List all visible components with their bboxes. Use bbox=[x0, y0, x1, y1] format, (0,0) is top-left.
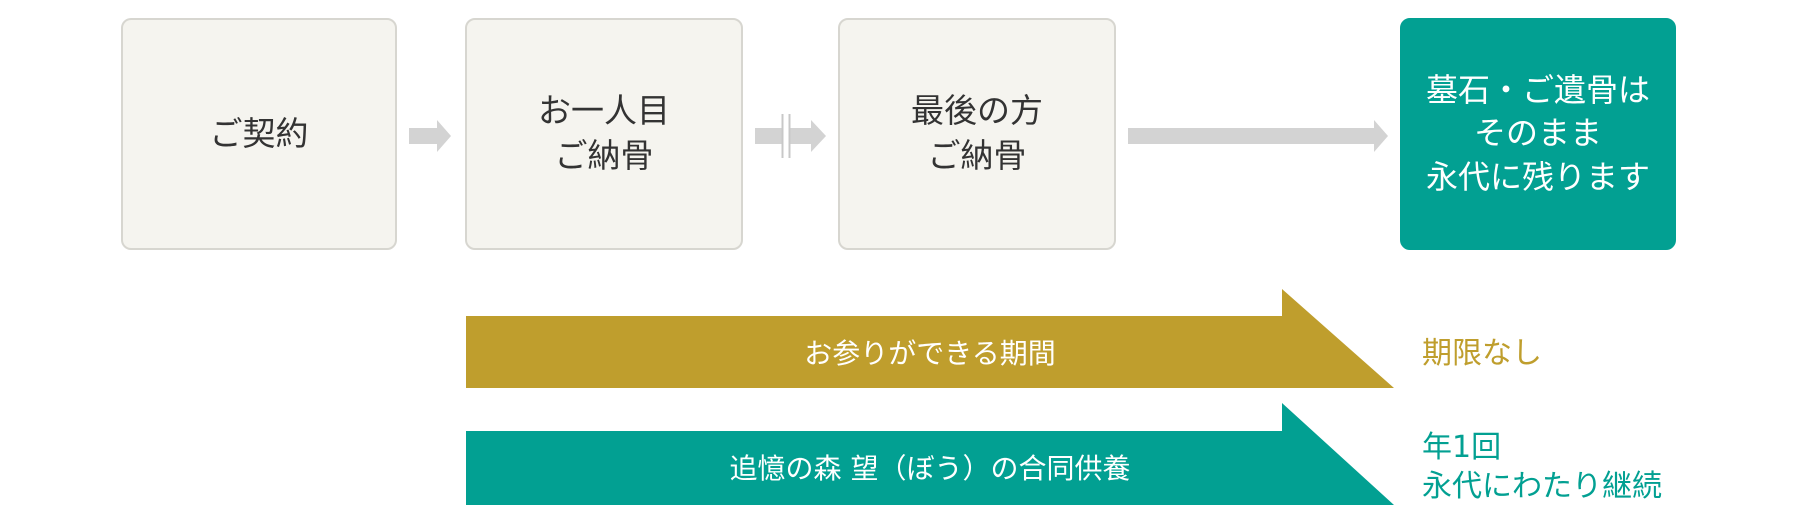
visit-period-band bbox=[466, 289, 1394, 388]
memorial-service-note-line-1: 年1回 bbox=[1422, 430, 1502, 465]
visit-period-note-line-1: 期限なし bbox=[1422, 336, 1542, 371]
step-final-state-box: 墓石・ご遺骨は そのまま 永代に残ります bbox=[1400, 18, 1676, 250]
memorial-service-band bbox=[466, 403, 1394, 505]
step-contract-box: ご契約 bbox=[121, 18, 397, 250]
step-contract-label: ご契約 bbox=[209, 113, 309, 153]
arrow-last-to-final bbox=[1128, 120, 1388, 152]
step-final-state-line-2: そのまま bbox=[1473, 114, 1602, 153]
step-last-interment-line-1: 最後の方 bbox=[911, 91, 1043, 131]
visit-period-label: お参りができる期間 bbox=[804, 337, 1056, 370]
step-first-interment-line-2: ご納骨 bbox=[554, 136, 654, 175]
step-last-interment-line-2: ご納骨 bbox=[927, 136, 1027, 175]
visit-period-note: 期限なし bbox=[1422, 334, 1542, 373]
memorial-service-label: 追憶の森 望（ぼう）の合同供養 bbox=[729, 452, 1131, 485]
memorial-service-note-line-2: 永代にわたり継続 bbox=[1422, 469, 1662, 504]
step-first-interment-box: お一人目 ご納骨 bbox=[465, 18, 743, 250]
arrow-first-to-last-break bbox=[755, 114, 826, 158]
arrow-contract-to-first bbox=[409, 120, 451, 152]
memorial-service-note: 年1回 永代にわたり継続 bbox=[1422, 428, 1662, 506]
step-last-interment-box: 最後の方 ご納骨 bbox=[838, 18, 1116, 250]
step-final-state-line-1: 墓石・ご遺骨は bbox=[1425, 71, 1650, 110]
step-final-state-line-3: 永代に残ります bbox=[1425, 157, 1650, 196]
step-first-interment-line-1: お一人目 bbox=[538, 91, 670, 131]
